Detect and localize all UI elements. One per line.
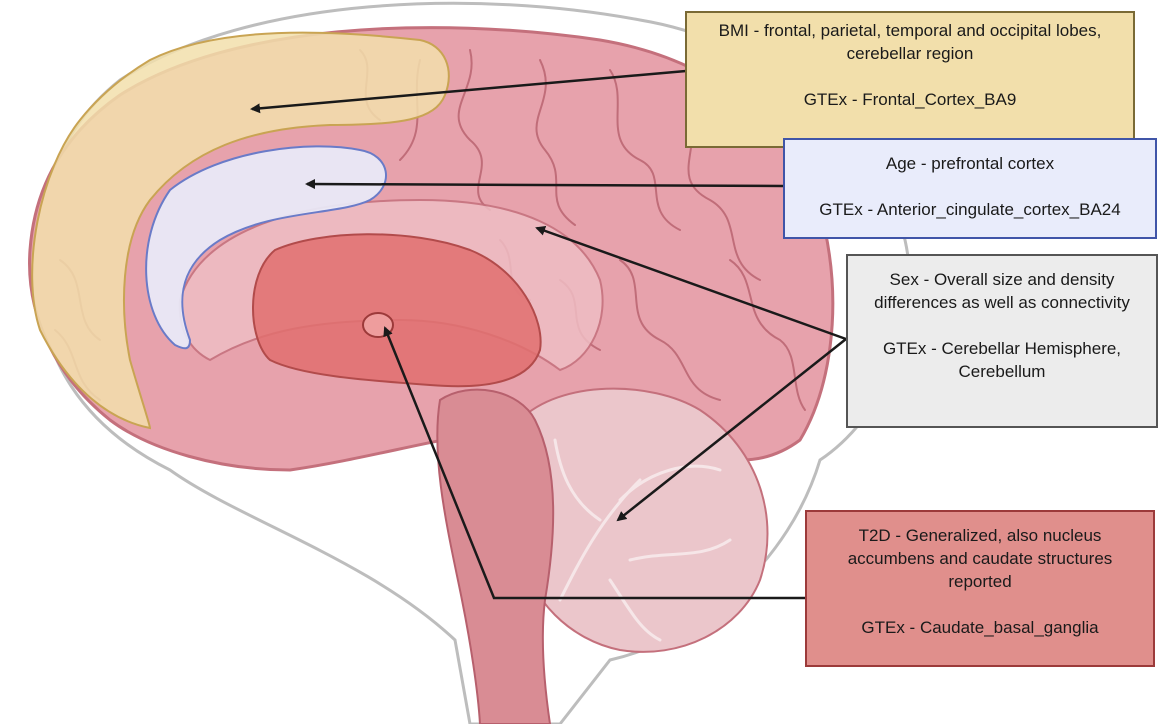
sex-trait-text: Sex - Overall size and density differenc… bbox=[856, 268, 1148, 314]
brainstem bbox=[437, 390, 553, 724]
age-trait-text: Age - prefrontal cortex bbox=[793, 152, 1147, 175]
annotation-t2d: T2D - Generalized, also nucleus accumben… bbox=[805, 510, 1155, 667]
t2d-gtex-text: GTEx - Caudate_basal_ganglia bbox=[815, 616, 1145, 639]
annotation-age: Age - prefrontal cortex GTEx - Anterior_… bbox=[783, 138, 1157, 239]
bmi-trait-text: BMI - frontal, parietal, temporal and oc… bbox=[695, 19, 1125, 65]
t2d-trait-text: T2D - Generalized, also nucleus accumben… bbox=[815, 524, 1145, 593]
annotation-sex: Sex - Overall size and density differenc… bbox=[846, 254, 1158, 428]
annotation-bmi: BMI - frontal, parietal, temporal and oc… bbox=[685, 11, 1135, 148]
sex-gtex-text: GTEx - Cerebellar Hemisphere, Cerebellum bbox=[856, 337, 1148, 383]
bmi-gtex-text: GTEx - Frontal_Cortex_BA9 bbox=[695, 88, 1125, 111]
age-gtex-text: GTEx - Anterior_cingulate_cortex_BA24 bbox=[793, 198, 1147, 221]
